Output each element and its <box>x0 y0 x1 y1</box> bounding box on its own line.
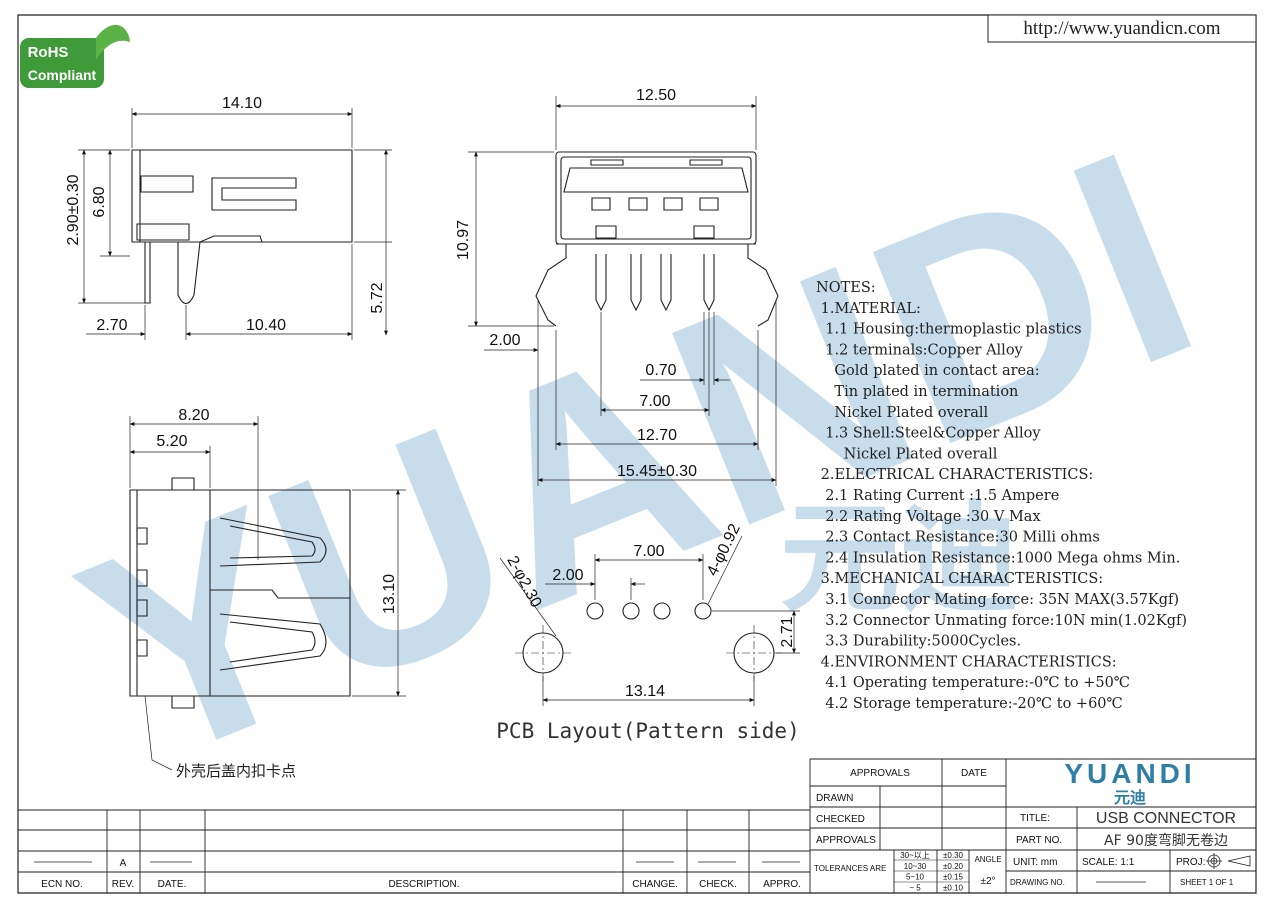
dim-14-10: 14.10 <box>222 95 262 112</box>
tol-value: ±0.10 <box>943 883 964 892</box>
note-line: 2.ELECTRICAL CHARACTERISTICS: <box>816 467 1093 483</box>
part-value: AF 90度弯脚无卷边 <box>1104 832 1228 849</box>
brand-logo-text: YUANDI <box>1064 758 1195 789</box>
tol-range: 30~以上 <box>900 851 930 860</box>
note-line: 1.2 terminals:Copper Alloy <box>816 342 1024 358</box>
projection-icon <box>1206 853 1250 869</box>
tol-range: ~ 5 <box>909 883 921 892</box>
revision-header: REV. <box>112 879 134 890</box>
note-line: Nickel Plated overall <box>816 446 998 462</box>
tolerance-table: 30~以上 ±0.30 10~30 ±0.20 5~10 ±0.15 ~ 5 ±0.10 <box>900 851 963 892</box>
note-line: 2.1 Rating Current :1.5 Ampere <box>816 488 1059 504</box>
revision-header: APPRO. <box>763 879 801 890</box>
notes-block: NOTES: 1.MATERIAL: 1.1 Housing:thermopla… <box>816 280 1187 712</box>
approvals-label: APPROVALS <box>850 768 910 779</box>
note-line: 2.2 Rating Voltage :30 V Max <box>816 509 1041 525</box>
dim-5-72: 5.72 <box>369 282 386 313</box>
note-line: 2.3 Contact Resistance:30 Milli ohms <box>816 530 1100 546</box>
note-line: 2.4 Insulation Resistance:1000 Mega ohms… <box>816 550 1180 566</box>
note-line: 4.ENVIRONMENT CHARACTERISTICS: <box>816 654 1117 670</box>
dim-12-70: 12.70 <box>637 427 677 444</box>
leaf-icon <box>96 24 130 60</box>
brand-logo-cn: 元迪 <box>1114 788 1146 807</box>
dim-12-50: 12.50 <box>636 87 676 104</box>
front-view <box>468 96 778 486</box>
tol-range: 10~30 <box>904 862 927 871</box>
tol-value: ±0.15 <box>943 873 964 882</box>
drawn-label: DRAWN <box>816 793 853 804</box>
rev-value: A <box>120 858 127 869</box>
note-line: 3.2 Connector Unmating force:10N min(1.0… <box>816 613 1187 629</box>
dim-13-10: 13.10 <box>381 574 398 614</box>
revision-header: ECN NO. <box>41 879 83 890</box>
rohs-line1: RoHS <box>28 44 69 61</box>
approvals2-label: APPROVALS <box>816 835 876 846</box>
note-line: 1.1 Housing:thermoplastic plastics <box>816 322 1082 338</box>
revision-header: CHANGE. <box>632 879 678 890</box>
note-line: Nickel Plated overall <box>816 405 989 421</box>
revision-header: DESCRIPTION. <box>388 879 459 890</box>
url-box: http://www.yuandicn.com <box>988 15 1256 42</box>
unit-label: UNIT: mm <box>1013 857 1057 868</box>
angle-value: ±2° <box>980 876 995 887</box>
url-text: http://www.yuandicn.com <box>1023 18 1220 39</box>
dim-13-14: 13.14 <box>625 683 665 700</box>
sheet-label: SHEET 1 OF 1 <box>1180 878 1234 887</box>
note-line: 3.1 Connector Mating force: 35N MAX(3.57… <box>816 592 1179 608</box>
dim-6-80: 6.80 <box>91 186 108 217</box>
revision-header: DATE. <box>158 879 187 890</box>
scale-label: SCALE: 1:1 <box>1082 857 1135 868</box>
part-label: PART NO. <box>1016 835 1062 846</box>
angle-label: ANGLE <box>974 855 1001 864</box>
watermark-text-cn: 元迪 <box>780 490 1020 629</box>
dim-2-70: 2.70 <box>96 317 127 334</box>
revision-headers: ECN NO. REV. DATE. DESCRIPTION. CHANGE. CHECK… <box>41 879 801 890</box>
dim-8-20: 8.20 <box>178 407 209 424</box>
drawing-no-label: DRAWING NO. <box>1010 878 1065 887</box>
title-label: TITLE: <box>1020 813 1050 824</box>
note-line: 3.MECHANICAL CHARACTERISTICS: <box>816 571 1103 587</box>
dim-2-90: 2.90±0.30 <box>65 174 82 245</box>
tol-value: ±0.20 <box>943 862 964 871</box>
tolerances-label: TOLERANCES ARE <box>814 864 886 873</box>
callout-text: 外壳后盖内扣卡点 <box>176 762 296 780</box>
dim-pcb-7-00: 7.00 <box>633 543 664 560</box>
note-line: 1.MATERIAL: <box>816 301 921 317</box>
note-line: 1.3 Shell:Steel&Copper Alloy <box>816 426 1041 442</box>
note-line: NOTES: <box>816 280 876 296</box>
drawing-frame <box>18 15 1256 893</box>
pcb-layout <box>500 536 800 706</box>
proj-label: PROJ: <box>1176 857 1205 868</box>
title-block <box>810 759 1256 893</box>
dim-pcb-2-00: 2.00 <box>552 567 583 584</box>
note-line: 3.3 Durability:5000Cycles. <box>816 634 1021 650</box>
dim-10-40: 10.40 <box>246 317 286 334</box>
dim-2-00: 2.00 <box>489 332 520 349</box>
dim-7-00: 7.00 <box>639 393 670 410</box>
revision-header: CHECK. <box>699 879 737 890</box>
revision-block <box>18 810 810 893</box>
date-label: DATE <box>961 768 987 779</box>
checked-label: CHECKED <box>816 814 865 825</box>
dim-5-20: 5.20 <box>156 433 187 450</box>
rohs-line2: Compliant <box>28 67 97 83</box>
dim-10-97: 10.97 <box>455 220 472 260</box>
note-line: 4.2 Storage temperature:-20℃ to +60℃ <box>816 696 1123 712</box>
rohs-logo: RoHS Compliant <box>20 24 130 88</box>
note-line: Gold plated in contact area: <box>816 363 1040 379</box>
dim-15-45: 15.45±0.30 <box>617 463 697 480</box>
tol-value: ±0.30 <box>943 851 964 860</box>
note-line: Tin plated in termination <box>816 384 1018 400</box>
note-line: 4.1 Operating temperature:-0℃ to +50℃ <box>816 675 1130 691</box>
pcb-caption: PCB Layout(Pattern side) <box>496 719 799 743</box>
tol-range: 5~10 <box>906 873 925 882</box>
title-value: USB CONNECTOR <box>1096 810 1236 827</box>
side-view <box>78 108 392 340</box>
dim-2-71: 2.71 <box>779 616 796 647</box>
dim-0-70: 0.70 <box>645 362 676 379</box>
top-view <box>130 416 406 770</box>
